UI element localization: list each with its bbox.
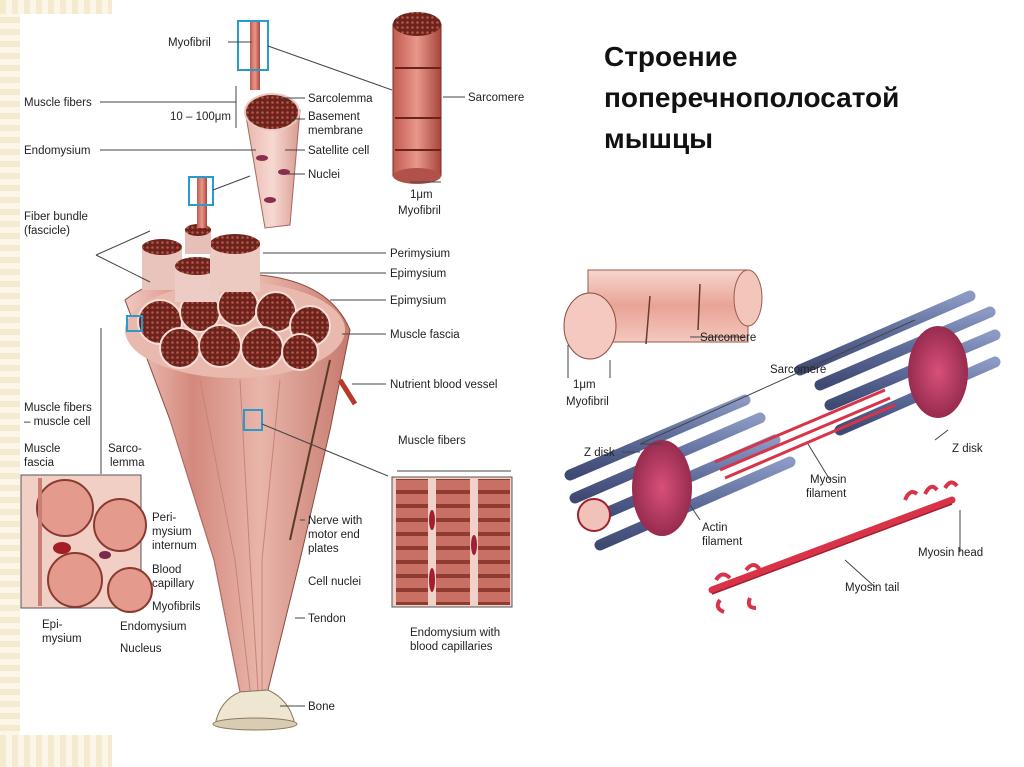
decorative-frame-bottom: [0, 735, 112, 767]
label-blood-capillary-1: Blood: [152, 564, 181, 576]
label-nutrient-vessel: Nutrient blood vessel: [390, 379, 497, 391]
longitudinal-fibers-inset: [391, 476, 513, 608]
label-size: 10 – 100μm: [170, 111, 231, 123]
myosin-molecule: [708, 480, 959, 614]
label-mf-cell-2: – muscle cell: [24, 416, 90, 428]
label-satellite-cell: Satellite cell: [308, 145, 369, 157]
label-cell-nuclei: Cell nuclei: [308, 576, 361, 588]
label-nerve-1: Nerve with: [308, 515, 362, 527]
label-epimysium-1: Epimysium: [390, 268, 446, 280]
title-line-1: Строение: [604, 41, 738, 72]
label-epimysium-3a: Epi-: [42, 619, 63, 631]
label-nerve-2: motor end: [308, 529, 360, 541]
endomysium-inset: [20, 474, 153, 613]
label-sarcomere-r1: Sarcomere: [700, 332, 756, 344]
label-basement-2: membrane: [308, 125, 363, 137]
label-muscle-fibers: Muscle fibers: [24, 97, 92, 109]
label-epimysium-3b: mysium: [42, 633, 82, 645]
label-myofibril-mid: Myofibril: [398, 205, 441, 217]
label-muscle-fascia-2b: fascia: [24, 457, 55, 469]
muscle-cross-section: [125, 224, 345, 378]
label-sarcolemma: Sarcolemma: [308, 93, 373, 105]
label-muscle-fascia: Muscle fascia: [390, 329, 460, 341]
label-endo-blood-2: blood capillaries: [410, 641, 493, 653]
label-perimysium-int-1: Peri-: [152, 512, 176, 524]
myofibril-vertical: [392, 12, 442, 184]
label-myosin-filament-2: filament: [806, 488, 847, 500]
decorative-frame-left: [0, 0, 20, 767]
label-z-disk-left: Z disk: [584, 447, 615, 459]
label-sarcomere-r2: Sarcomere: [770, 364, 826, 376]
label-fiber-bundle-2: (fascicle): [24, 225, 70, 237]
label-nucleus: Nucleus: [120, 643, 162, 655]
decorative-frame-top: [0, 0, 112, 14]
title-line-2: поперечнополосатой: [604, 82, 900, 113]
label-sarcolemma-2b: lemma: [110, 457, 145, 469]
myofibril-horizontal: [563, 269, 763, 360]
tendon-bone: [212, 689, 298, 731]
label-myofibrils: Myofibrils: [152, 601, 201, 613]
label-myofibril: Myofibril: [168, 37, 211, 49]
label-epimysium-2: Epimysium: [390, 295, 446, 307]
label-z-disk-right: Z disk: [952, 443, 983, 455]
label-mf-cell-1: Muscle fibers: [24, 402, 92, 414]
label-basement-1: Basement: [308, 111, 361, 123]
sarcomere-filaments: [564, 290, 1001, 551]
label-muscle-fascia-2a: Muscle: [24, 443, 60, 455]
label-actin-2: filament: [702, 536, 743, 548]
label-um-top: 1μm: [410, 189, 433, 201]
muscle-fiber: [126, 20, 301, 431]
label-nerve-3: plates: [308, 543, 339, 555]
label-perimysium: Perimysium: [390, 248, 450, 260]
label-bone: Bone: [308, 701, 335, 713]
label-myosin-filament-1: Myosin: [810, 474, 846, 486]
diagram-labels: Myofibril Muscle fibers 10 – 100μm Endom…: [24, 37, 983, 713]
label-um-r: 1μm: [573, 379, 596, 391]
label-fiber-bundle-1: Fiber bundle: [24, 211, 88, 223]
label-endo-blood-1: Endomysium with: [410, 627, 500, 639]
label-endomysium: Endomysium: [24, 145, 90, 157]
label-nuclei: Nuclei: [308, 169, 340, 181]
label-muscle-fibers-r: Muscle fibers: [398, 435, 466, 447]
label-tendon: Tendon: [308, 613, 346, 625]
label-myofibril-r: Myofibril: [566, 396, 609, 408]
leader-lines: [95, 41, 961, 707]
label-sarcolemma-2a: Sarco-: [108, 443, 142, 455]
title-line-3: мышцы: [604, 123, 714, 154]
label-sarcomere-top: Sarcomere: [468, 92, 524, 104]
label-perimysium-int-3: internum: [152, 540, 197, 552]
label-actin-1: Actin: [702, 522, 728, 534]
label-blood-capillary-2: capillary: [152, 578, 194, 590]
label-myosin-head: Myosin head: [918, 547, 983, 559]
page-title: Строение поперечнополосатой мышцы: [604, 36, 899, 159]
label-endomysium-2: Endomysium: [120, 621, 186, 633]
label-perimysium-int-2: mysium: [152, 526, 192, 538]
label-myosin-tail: Myosin tail: [845, 582, 899, 594]
